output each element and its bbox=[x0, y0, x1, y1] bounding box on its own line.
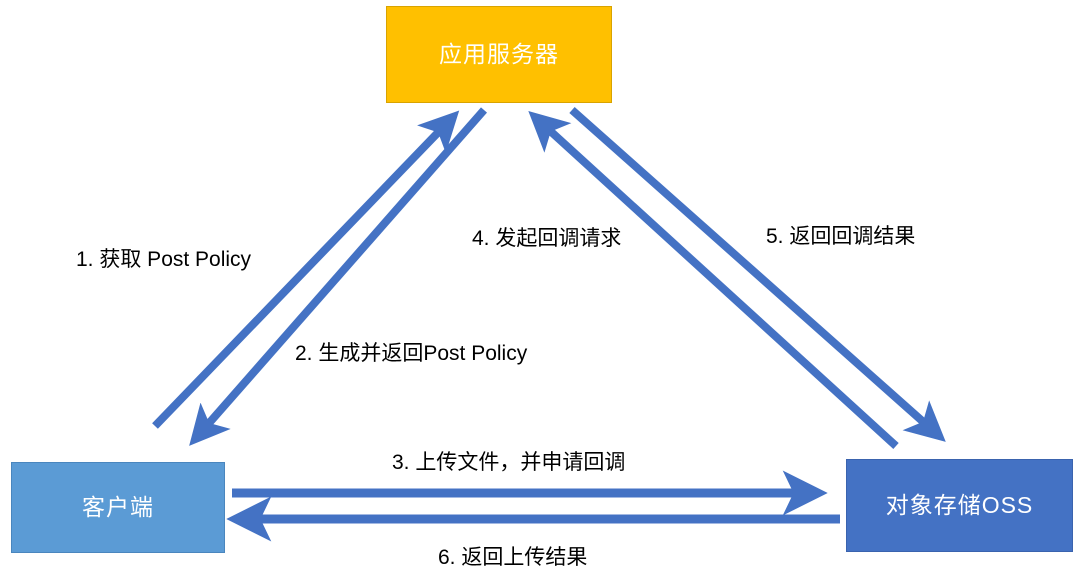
node-app-server-label: 应用服务器 bbox=[439, 40, 559, 67]
arrow-5-callback-result bbox=[569, 107, 946, 442]
edge-label-1: 1. 获取 Post Policy bbox=[76, 248, 252, 271]
node-client[interactable]: 客户端 bbox=[11, 462, 225, 553]
edge-label-5: 5. 返回回调结果 bbox=[766, 225, 916, 248]
edge-label-2: 2. 生成并返回Post Policy bbox=[295, 342, 528, 365]
node-oss-label: 对象存储OSS bbox=[885, 491, 1034, 518]
node-oss[interactable]: 对象存储OSS bbox=[846, 459, 1073, 552]
arrow-1-get-post-policy bbox=[152, 110, 460, 429]
node-app-server[interactable]: 应用服务器 bbox=[386, 6, 612, 103]
edge-label-4: 4. 发起回调请求 bbox=[472, 227, 622, 250]
arrow-2-return-post-policy bbox=[189, 107, 488, 446]
edge-label-3: 3. 上传文件，并申请回调 bbox=[392, 451, 626, 474]
edge-label-6: 6. 返回上传结果 bbox=[438, 546, 588, 569]
arrow-4-callback-request bbox=[528, 110, 899, 449]
node-client-label: 客户端 bbox=[82, 493, 154, 520]
